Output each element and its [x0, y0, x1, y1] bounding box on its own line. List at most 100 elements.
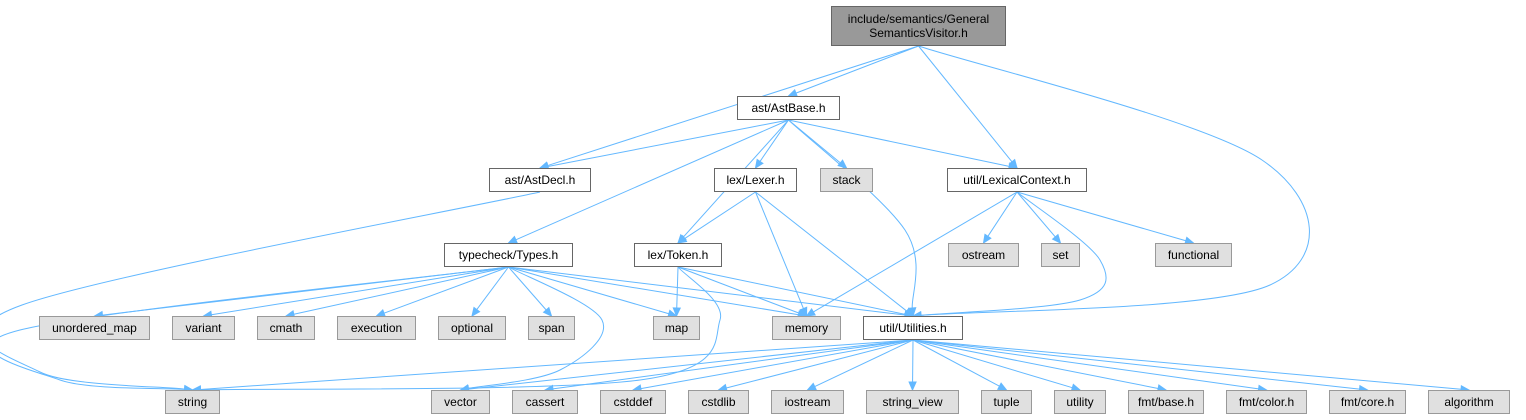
node-label-line: cassert [525, 395, 565, 409]
node-string-view: string_view [866, 390, 959, 414]
edge-utilities-to-utility [912, 339, 1073, 389]
node-label-line: lex/Lexer.h [726, 173, 785, 187]
node-label-line: ast/AstBase.h [751, 101, 826, 115]
node-label-line: set [1052, 248, 1069, 262]
edge-lexctx-to-ostream [987, 191, 1018, 237]
node-map: map [653, 316, 700, 340]
node-label-line: util/Utilities.h [879, 321, 947, 335]
edge-lexctx-to-functional [1016, 191, 1186, 242]
arrowhead-utilities-to-string_view [908, 381, 917, 392]
edge-types-to-cmath [293, 266, 509, 315]
node-variant: variant [172, 316, 235, 340]
node-label-line: iostream [784, 395, 831, 409]
edge-lexer-to-memory [755, 191, 804, 309]
node-token[interactable]: lex/Token.h [634, 243, 722, 267]
node-label-line: lex/Token.h [647, 248, 709, 262]
edge-utilities-to-algorithm [912, 339, 1462, 390]
node-execution: execution [337, 316, 416, 340]
edge-lexer-to-utilities [755, 191, 908, 312]
node-span: span [528, 316, 575, 340]
node-label-line: map [664, 321, 689, 335]
node-label-line: fmt/base.h [1137, 395, 1195, 409]
arrowhead-astbase-to-lexer [754, 158, 764, 170]
node-label-line: memory [784, 321, 829, 335]
edge-astbase-to-lexctx [788, 119, 1010, 167]
edge-utilities-to-fmt_color [912, 339, 1259, 390]
node-cstddef: cstddef [600, 390, 666, 414]
arrowhead-utilities-to-tuple [996, 382, 1008, 391]
edge-astdecl-to-string [0, 191, 541, 390]
edge-lexctx-to-memory [813, 191, 1018, 313]
node-astbase[interactable]: ast/AstBase.h [737, 96, 840, 120]
node-string: string [165, 390, 220, 414]
node-utilities[interactable]: util/Utilities.h [863, 316, 963, 340]
node-label-line: execution [350, 321, 403, 335]
edge-types-to-string [0, 266, 509, 390]
node-ostream: ostream [948, 243, 1019, 267]
arrowhead-lexctx-to-set [1051, 233, 1062, 244]
node-lexer[interactable]: lex/Lexer.h [714, 168, 797, 192]
node-label-line: ostream [961, 248, 1006, 262]
node-optional: optional [438, 316, 506, 340]
node-label-line: functional [1167, 248, 1220, 262]
node-label-line: utility [1066, 395, 1094, 409]
node-memory: memory [772, 316, 841, 340]
node-label-line: variant [185, 321, 222, 335]
arrowhead-token-to-map [672, 307, 682, 318]
arrowhead-lexctx-to-memory [805, 308, 816, 317]
edge-token-to-memory [677, 266, 800, 314]
node-set: set [1041, 243, 1080, 267]
node-fmt-color: fmt/color.h [1226, 390, 1307, 414]
edge-astbase-to-types [515, 119, 789, 241]
edge-astbase-to-astdecl [547, 119, 789, 167]
node-label-line: stack [832, 173, 861, 187]
node-tuple: tuple [981, 390, 1032, 414]
node-cmath: cmath [257, 316, 315, 340]
node-label-line: ast/AstDecl.h [504, 173, 576, 187]
edge-types-to-vector [468, 266, 605, 389]
node-lexctx[interactable]: util/LexicalContext.h [947, 168, 1087, 192]
edge-utilities-to-string [200, 339, 914, 390]
edge-astbase-to-utilities [788, 119, 917, 309]
node-utility: utility [1054, 390, 1106, 414]
edge-root-to-astdecl [547, 45, 919, 167]
node-label-line: cmath [269, 321, 303, 335]
node-functional: functional [1155, 243, 1232, 267]
node-label-line: unordered_map [52, 321, 137, 335]
node-cstdlib: cstdlib [688, 390, 749, 414]
edge-token-to-map [676, 266, 679, 309]
node-label-line: tuple [993, 395, 1020, 409]
arrowhead-utilities-to-iostream [806, 382, 818, 391]
edge-types-to-execution [383, 266, 509, 314]
edge-types-to-span [508, 266, 547, 311]
arrowhead-astbase-to-types [507, 235, 518, 244]
node-iostream: iostream [771, 390, 844, 414]
node-types[interactable]: typecheck/Types.h [444, 243, 573, 267]
node-label-line: fmt/core.h [1340, 395, 1395, 409]
edge-utilities-to-fmt_core [912, 339, 1360, 390]
arrowhead-lexer-to-token [676, 234, 688, 244]
node-label-line: cstddef [613, 395, 653, 409]
edge-astbase-to-lexer [759, 119, 789, 162]
node-label-line: cstdlib [701, 395, 736, 409]
node-label-line: string_view [882, 395, 943, 409]
edge-utilities-to-cstddef [640, 339, 914, 390]
node-label-line: string [177, 395, 208, 409]
edge-lexer-to-token [684, 191, 756, 240]
node-vector: vector [431, 390, 490, 414]
edge-utilities-to-vector [468, 339, 914, 390]
node-label-line: optional [450, 321, 494, 335]
node-label-line: algorithm [1444, 395, 1494, 409]
arrowhead-types-to-span [542, 306, 553, 317]
edge-utilities-to-cassert [552, 339, 914, 390]
edge-utilities-to-iostream [814, 339, 914, 388]
node-label-line: vector [444, 395, 477, 409]
node-label-line: include/semantics/General [847, 12, 990, 26]
node-label-line: typecheck/Types.h [458, 248, 559, 262]
node-astdecl[interactable]: ast/AstDecl.h [489, 168, 591, 192]
node-fmt-core: fmt/core.h [1329, 390, 1406, 414]
edge-types-to-utilities [508, 266, 906, 316]
